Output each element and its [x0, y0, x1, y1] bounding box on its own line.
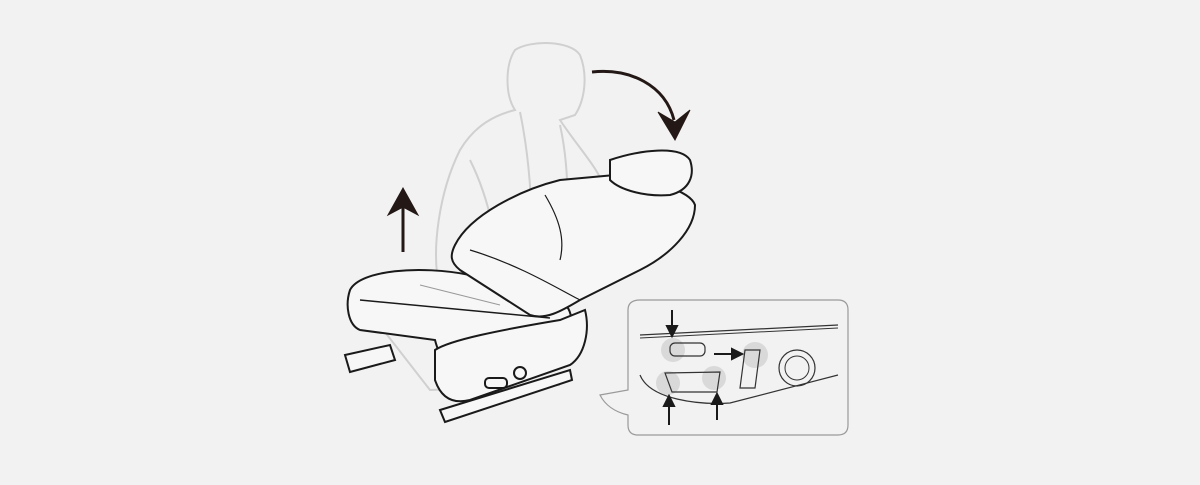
- seat-backrest: [450, 149, 697, 318]
- seat-rails: [343, 343, 574, 424]
- raise-arrow-icon: [386, 186, 420, 252]
- seat-side-panel: [434, 308, 588, 403]
- backrest-fold-arrow-icon: [591, 69, 691, 142]
- control-panel-inset: [599, 299, 849, 436]
